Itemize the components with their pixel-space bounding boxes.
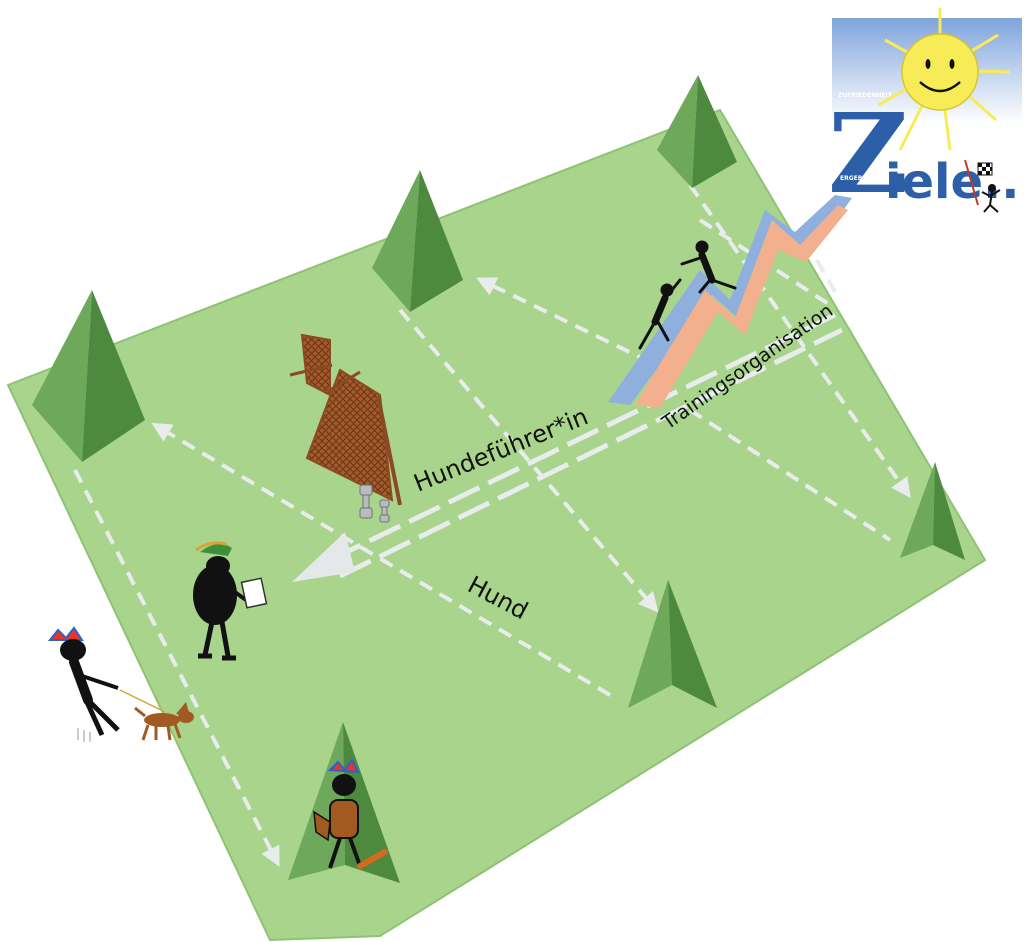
main-arrow-head [292,532,355,582]
cone-tree-icon [628,580,717,708]
main-double-arrow [328,312,844,579]
smiling-sun-icon [877,8,1011,151]
path-middle-diagonal [398,308,659,613]
goal-word-1: ZUFRIEDENHEIT [838,92,893,99]
path-left-edge [73,469,280,867]
dashed-paths [73,183,911,867]
cone-tree-icon [372,170,463,312]
person-behind-tree-icon [313,758,388,869]
path-right-down [688,183,911,499]
cone-tree-icon [288,722,400,883]
a-frame-obstacle-icon [289,333,402,506]
checkered-flag-icon [964,159,1001,213]
path-right-diag [688,408,892,542]
people-climbing-icon [638,240,737,350]
path-long-diagonal [151,422,612,697]
training-field [6,108,987,942]
dumbbell-icon [359,484,390,523]
goal-word-3: ERGEBNISSE [840,175,882,182]
goal-arrow [608,195,852,408]
person-walking-dog-icon [47,626,194,742]
goal-logo: Z iele... ZUFRIEDENHEIT ERFOLG ERGEBNISS… [828,8,1024,218]
trees [32,75,965,883]
cone-tree-icon [32,290,145,462]
path-top-back [476,277,651,364]
instructor-with-clipboard-icon [193,541,268,661]
goal-label: iele... [885,154,1024,210]
cone-tree-icon [900,462,965,560]
cone-tree-icon [657,75,737,188]
goal-big-letter: Z [828,89,908,218]
